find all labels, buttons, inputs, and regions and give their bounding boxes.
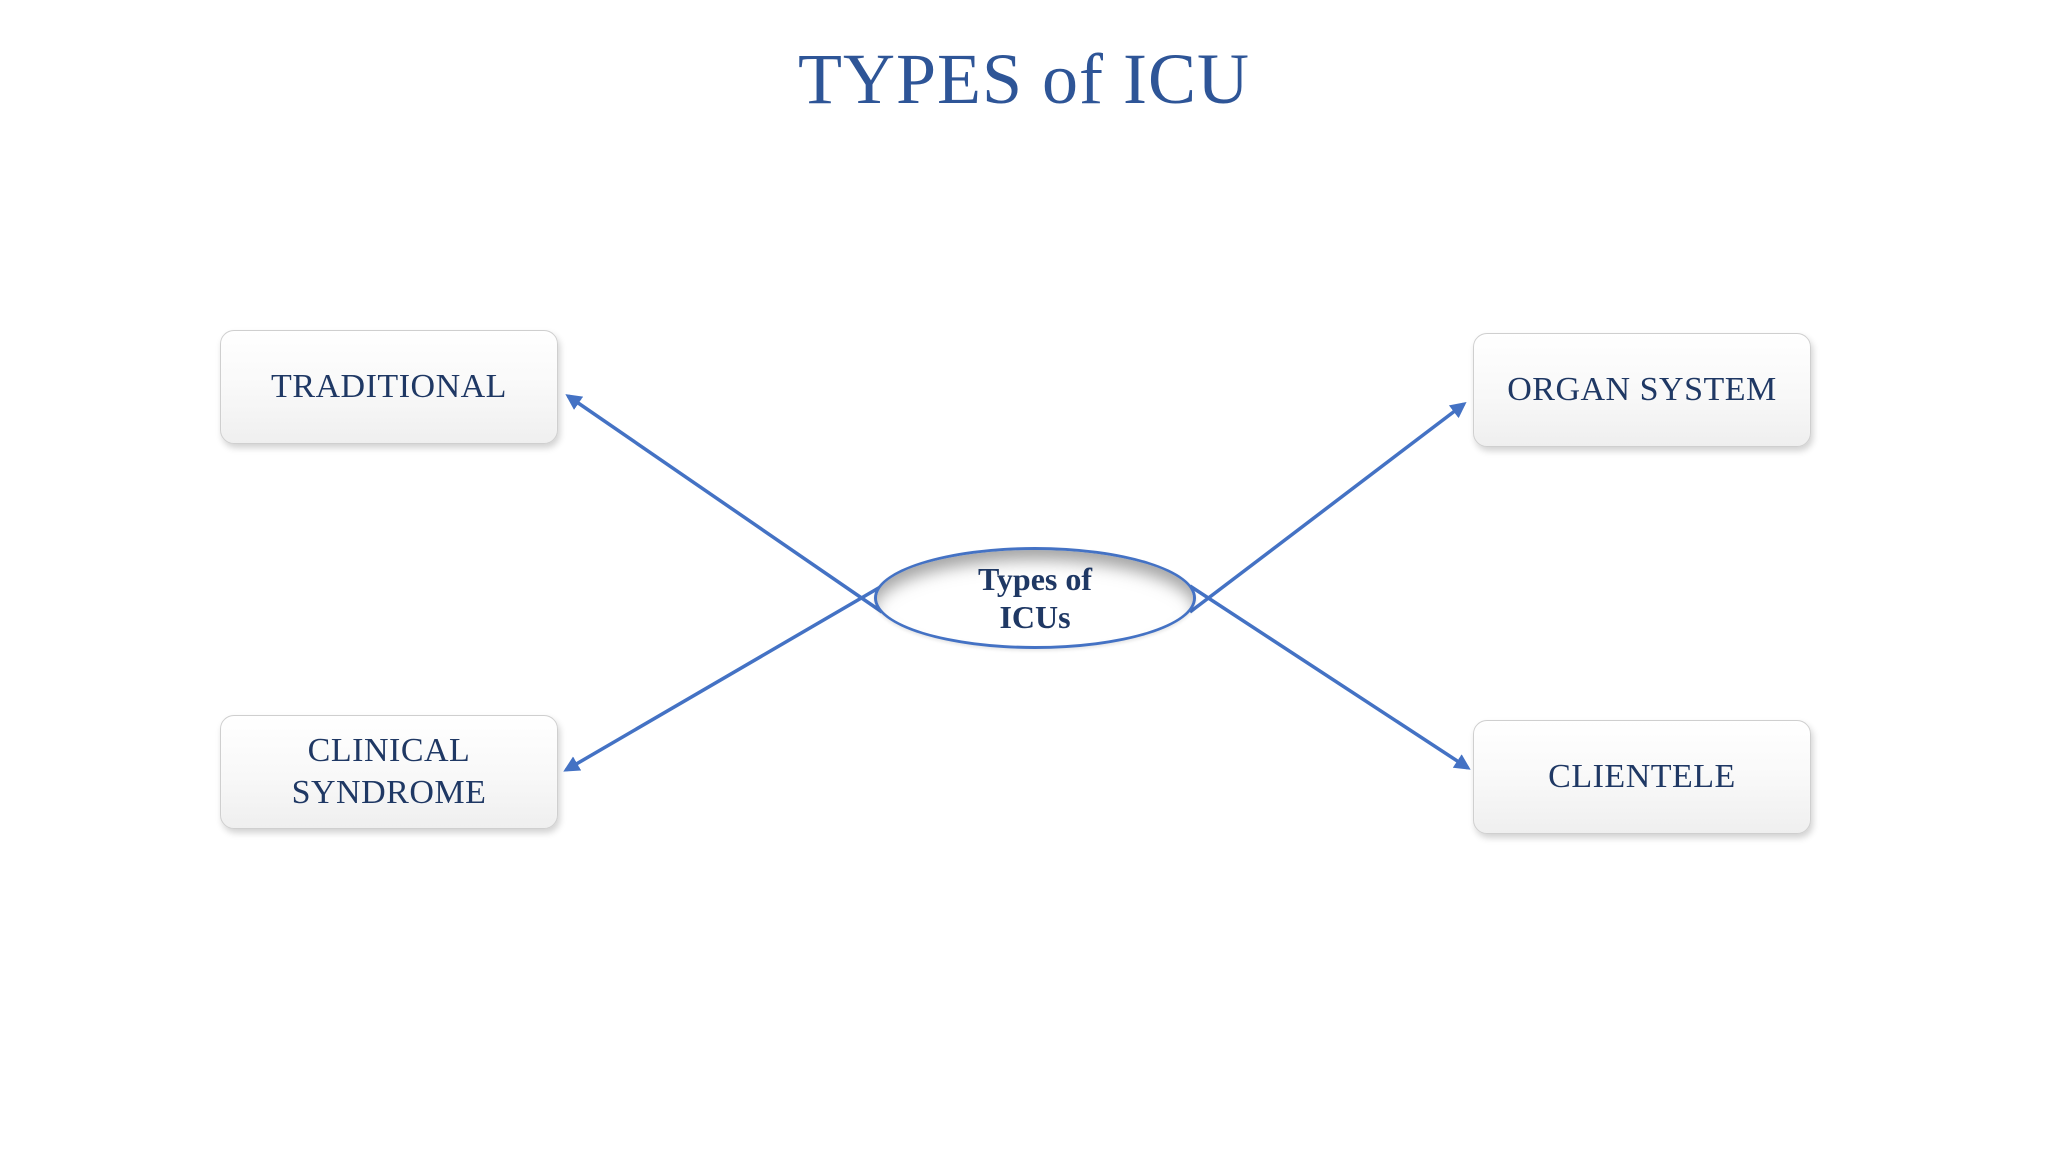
- connector-center-to-clinical-syndrome: [563, 584, 883, 772]
- node-traditional: TRADITIONAL: [220, 330, 558, 444]
- connector-center-to-clientele: [1189, 584, 1471, 770]
- node-clientele-label: CLIENTELE: [1548, 757, 1736, 795]
- node-clientele: CLIENTELE: [1473, 720, 1811, 834]
- center-node-label-line2: ICUs: [999, 599, 1071, 635]
- node-clinical-syndrome: CLINICAL SYNDROME: [220, 715, 558, 829]
- page-title: TYPES of ICU: [797, 39, 1250, 119]
- connector-center-to-organ-system: [1188, 402, 1467, 614]
- node-organ-system-label: ORGAN SYSTEM: [1507, 370, 1777, 408]
- node-organ-system: ORGAN SYSTEM: [1473, 333, 1811, 447]
- connector-center-to-traditional: [565, 394, 883, 614]
- center-node-label-line1: Types of: [977, 560, 1093, 597]
- node-clinical-syndrome-label: CLINICAL SYNDROME: [291, 731, 487, 812]
- center-node-types-of-icus: Types of ICUs: [874, 547, 1196, 649]
- node-traditional-label: TRADITIONAL: [271, 367, 507, 405]
